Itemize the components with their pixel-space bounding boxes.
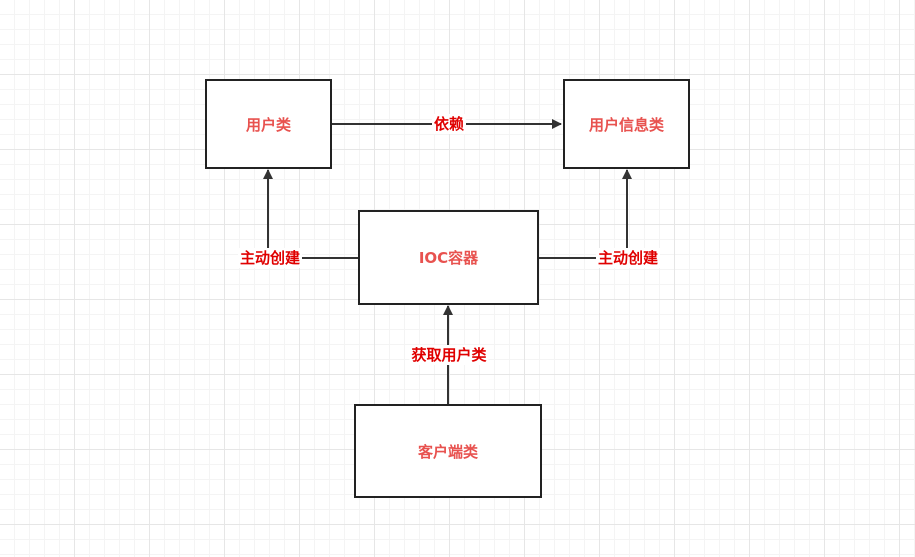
edge-create-left-line — [263, 169, 359, 259]
node-user-info-class[interactable]: 用户信息类 — [563, 79, 690, 169]
edge-label-create-right: 主动创建 — [595, 248, 661, 268]
node-user-info-class-label: 用户信息类 — [588, 115, 664, 134]
edge-label-depends: 依赖 — [431, 114, 467, 134]
edge-label-get-user: 获取用户类 — [409, 345, 489, 365]
node-ioc-container[interactable]: IOC容器 — [358, 210, 539, 305]
node-client-class-label: 客户端类 — [417, 442, 478, 461]
node-ioc-container-label: IOC容器 — [418, 249, 479, 267]
edge-create-right-line — [538, 169, 632, 259]
node-client-class[interactable]: 客户端类 — [354, 404, 542, 498]
node-user-class[interactable]: 用户类 — [205, 79, 332, 169]
node-user-class-label: 用户类 — [245, 115, 291, 134]
edge-label-create-left: 主动创建 — [237, 248, 303, 268]
